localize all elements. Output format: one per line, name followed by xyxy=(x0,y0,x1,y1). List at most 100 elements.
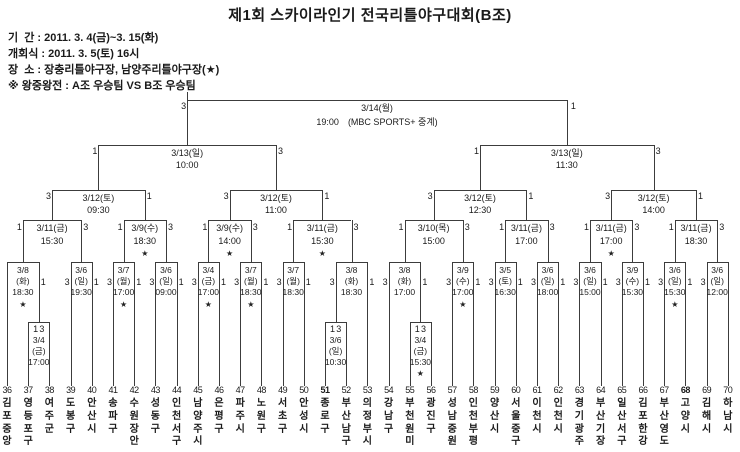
prelim-score-left: 1 xyxy=(33,324,39,334)
team-number: 57 xyxy=(447,385,458,395)
r16-6-top xyxy=(590,220,633,221)
r32-14-top xyxy=(664,262,686,263)
r16-time: 15:30 xyxy=(40,236,64,246)
r32-score-right: 1 xyxy=(560,277,566,287)
r32-time: 17:00 xyxy=(393,287,416,297)
r32-score-left: 3 xyxy=(700,277,706,287)
r32-date: 3/6 xyxy=(711,265,724,275)
sf-score-left: 1 xyxy=(92,146,98,156)
team-number: 61 xyxy=(532,385,542,395)
r32-date: 3/9 xyxy=(626,265,639,275)
prelim-P3-left-line xyxy=(409,322,411,386)
r32-time: 09:00 xyxy=(155,287,177,297)
team-number: 39 xyxy=(66,385,76,395)
r32-date: 3/5 xyxy=(499,265,512,275)
qf-0-right-line xyxy=(144,190,146,220)
prelim-P3-top xyxy=(409,322,431,323)
sf-score-right: 3 xyxy=(655,146,661,156)
r16-score-right: 3 xyxy=(719,222,725,232)
team-number: 65 xyxy=(617,385,627,395)
r16-7-top xyxy=(674,220,718,221)
team-number: 68 xyxy=(680,385,691,395)
info-line-opening: 개회식 : 2011. 3. 5(토) 16시 xyxy=(8,48,140,60)
sf-0-bar xyxy=(98,145,276,146)
r32-time: 15:00 xyxy=(579,287,601,297)
qf-0-bar xyxy=(52,190,145,191)
r16-3-top xyxy=(293,220,352,221)
r16-date: 3/11(금) xyxy=(510,223,542,233)
team-number: 41 xyxy=(108,385,118,395)
r32-5-left-line xyxy=(240,262,242,386)
r32-day: (금) xyxy=(201,276,216,286)
r16-2-left-line xyxy=(208,220,210,262)
qf-3-bar xyxy=(611,190,696,191)
venue-star-icon: ★ xyxy=(204,300,212,309)
r32-day: (월) xyxy=(286,276,300,286)
team-number: 66 xyxy=(638,385,648,395)
r32-day: (일) xyxy=(159,276,173,286)
r16-score-left: 1 xyxy=(398,222,404,232)
r32-time: 12:00 xyxy=(706,287,728,297)
final-left-stub xyxy=(187,92,189,100)
r32-score-left: 3 xyxy=(658,277,664,287)
r32-score-right: 1 xyxy=(178,277,184,287)
r16-time: 18:30 xyxy=(684,236,708,246)
r32-5-top xyxy=(240,262,262,263)
r32-score-left: 3 xyxy=(488,277,494,287)
r32-6-right-line xyxy=(303,262,305,386)
team-number: 63 xyxy=(574,385,585,395)
r16-date: 3/11(금) xyxy=(36,223,68,233)
r16-date: 3/11(금) xyxy=(306,223,338,233)
r16-score-left: 1 xyxy=(117,222,123,232)
sf-1-right-line xyxy=(653,145,655,190)
r16-score-left: 1 xyxy=(287,222,293,232)
r16-score-right: 3 xyxy=(83,222,89,232)
r32-time: 18:30 xyxy=(282,287,304,297)
prelim-P2-right-line xyxy=(346,322,348,386)
r32-score-right: 1 xyxy=(517,277,523,287)
team-number: 70 xyxy=(723,385,733,395)
sf-score-right: 3 xyxy=(277,146,283,156)
prelim-score-right: 3 xyxy=(39,324,45,334)
r32-score-right: 1 xyxy=(475,277,481,287)
venue-star-icon: ★ xyxy=(416,369,424,378)
r32-0-top xyxy=(7,262,39,263)
team-number: 51 xyxy=(320,385,330,395)
sf-0-right-line xyxy=(275,145,277,190)
info-line-period: 기 간 : 2011. 3. 4(금)~3. 15(화) xyxy=(8,32,159,44)
sf-0-left-line xyxy=(98,145,100,190)
qf-time: 09:30 xyxy=(87,205,110,215)
r16-time: 17:00 xyxy=(515,236,538,246)
r32-time: 16:30 xyxy=(494,287,516,297)
team-number: 53 xyxy=(362,385,373,395)
prelim-score-right: 3 xyxy=(336,324,342,334)
prelim-P2-top xyxy=(325,322,347,323)
final-broadcast: (MBC SPORTS+ 중계) xyxy=(347,117,438,127)
prelim-date: 3/6 xyxy=(329,335,342,345)
qf-score-left: 3 xyxy=(223,191,229,201)
r32-score-left: 3 xyxy=(382,277,388,287)
r32-9-right-line xyxy=(473,262,475,386)
r16-score-left: 1 xyxy=(668,222,674,232)
qf-date: 3/12(토) xyxy=(464,193,496,203)
r32-day: (화) xyxy=(16,276,30,286)
sf-time: 11:30 xyxy=(555,160,578,170)
r32-time: 17:00 xyxy=(112,287,135,297)
r32-13-top xyxy=(621,262,643,263)
r32-score-right: 1 xyxy=(136,277,142,287)
final-score-left: 3 xyxy=(181,101,187,111)
